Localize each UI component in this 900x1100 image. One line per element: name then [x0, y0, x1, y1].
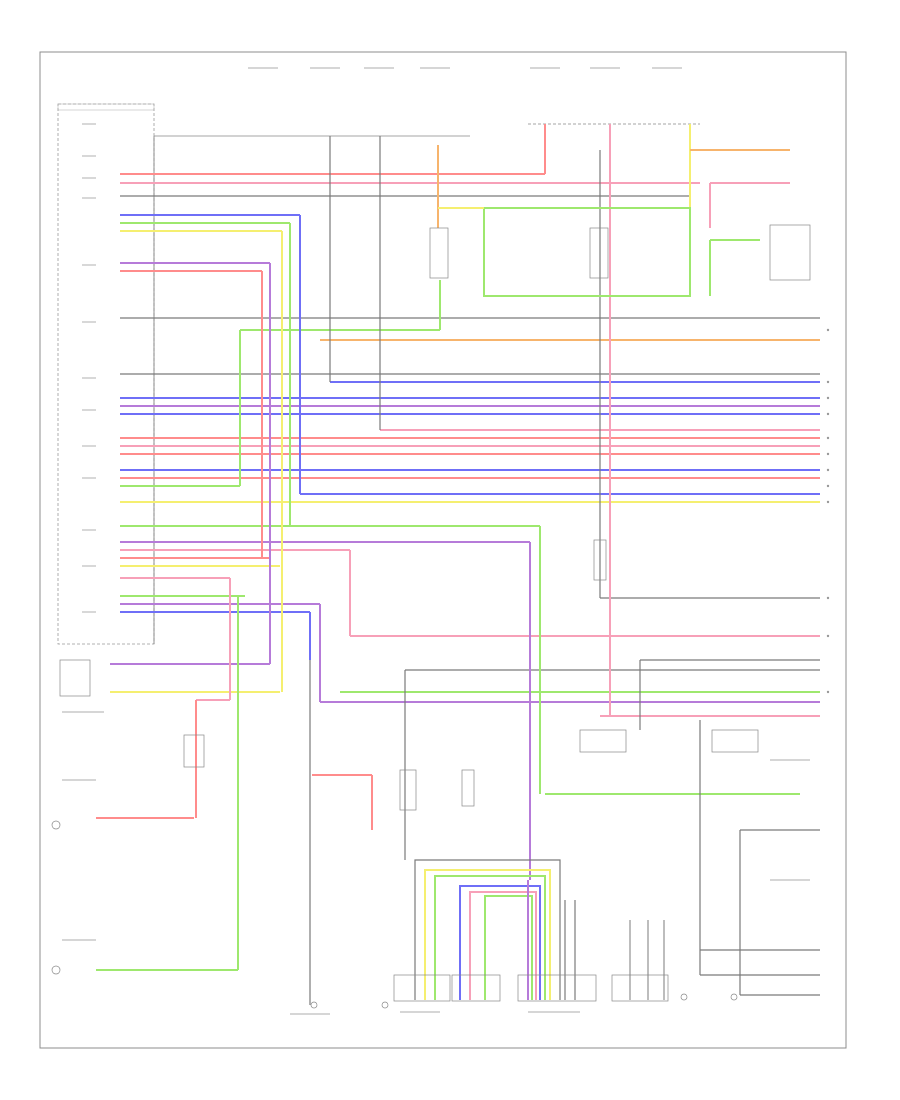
ground-left-2 — [51, 965, 61, 975]
terminal-dot-7 — [826, 468, 830, 472]
connector-block-1 — [393, 974, 451, 1002]
terminal-dot-10 — [826, 596, 830, 600]
relay-box-right-2 — [711, 729, 759, 753]
harness-green — [434, 875, 546, 1000]
terminal-dot-5 — [826, 436, 830, 440]
ground-bottom-2 — [381, 1001, 389, 1009]
connector-block-3 — [517, 974, 597, 1002]
green-relay-loop — [483, 207, 691, 297]
terminal-dot-3 — [826, 396, 830, 400]
connector-block-4 — [611, 974, 669, 1002]
terminal-dot-4 — [826, 412, 830, 416]
bottom-connector-blocks — [393, 974, 669, 1002]
right-ground-wires — [700, 829, 820, 996]
terminal-dot-11 — [826, 634, 830, 638]
right-edge-terminals — [826, 328, 830, 694]
harness-black — [414, 859, 561, 1000]
harness-green2 — [484, 895, 533, 1000]
sensor-symbol-2 — [399, 769, 417, 811]
switch-symbol-left — [59, 659, 91, 697]
terminal-dot-6 — [826, 452, 830, 456]
ground-left-1 — [51, 820, 61, 830]
sensor-symbol-1 — [183, 734, 205, 768]
horizontal-wire-bundle — [96, 173, 820, 971]
harness-blue — [459, 885, 541, 1000]
fuse-cell-1 — [429, 227, 449, 279]
harness-pink — [469, 891, 537, 1000]
fuse-cell-2 — [589, 227, 609, 279]
relay-switch-top — [769, 224, 811, 281]
component-symbols — [51, 224, 811, 1009]
terminal-dot-8 — [826, 484, 830, 488]
ground-bottom-3 — [680, 993, 688, 1001]
terminal-dot-12 — [826, 690, 830, 694]
diagram-frame — [39, 51, 847, 1049]
terminal-dot-9 — [826, 500, 830, 504]
connector-block-2 — [451, 974, 501, 1002]
bulb-ring-1 — [593, 539, 607, 581]
ground-bottom-1 — [310, 1001, 318, 1009]
sensor-symbol-3 — [461, 769, 475, 807]
ground-bottom-4 — [730, 993, 738, 1001]
terminal-dot-1 — [826, 328, 830, 332]
ecu-top-strip — [57, 103, 155, 111]
illegible-label-marks — [62, 67, 810, 1015]
bottom-connector-harness — [414, 859, 665, 1000]
relay-box-right — [579, 729, 627, 753]
terminal-dot-2 — [826, 380, 830, 384]
harness-yellow — [424, 869, 551, 1000]
vertical-wire-bundle — [195, 124, 790, 1005]
